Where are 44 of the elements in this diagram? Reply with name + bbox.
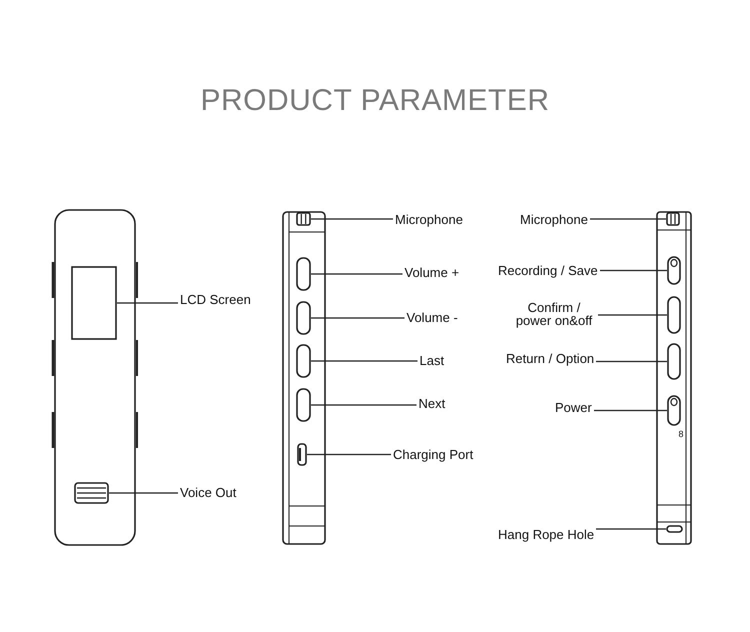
leader-line (311, 317, 404, 319)
leader-line (109, 492, 178, 494)
leader-line (311, 273, 402, 275)
part-label: Return / Option (506, 352, 594, 366)
leader-line (311, 404, 416, 406)
part-label: Microphone (395, 213, 463, 227)
side-button (296, 344, 311, 378)
leader-line (590, 218, 666, 220)
part-label: Charging Port (393, 448, 474, 462)
lcd-screen (71, 266, 117, 340)
leader-line (117, 302, 178, 304)
leader-line (311, 218, 393, 220)
leader-line (600, 270, 667, 272)
slide-switch (667, 395, 681, 426)
part-label: Hang Rope Hole (498, 528, 594, 542)
microphone-holes (296, 212, 311, 226)
rope-hole (666, 525, 683, 533)
leader-line (596, 528, 666, 530)
speaker-grille (74, 482, 109, 504)
leader-line (598, 314, 667, 316)
part-label: Microphone (520, 213, 588, 227)
callout-number: 8 (678, 430, 684, 439)
side-button (667, 296, 681, 334)
part-label: Power (555, 401, 592, 415)
leader-line (307, 454, 391, 456)
part-label: Volume - (406, 311, 458, 325)
side-button (296, 388, 311, 422)
side-button (667, 343, 681, 380)
leader-line (594, 410, 667, 412)
part-label: Recording / Save (498, 264, 598, 278)
part-label: Confirm / power on&off (512, 300, 596, 328)
title: PRODUCT PARAMETER (200, 84, 550, 118)
leader-line (596, 360, 667, 362)
side-button (296, 301, 311, 335)
part-label: Voice Out (180, 486, 236, 500)
part-label: Volume + (404, 266, 460, 280)
part-label: LCD Screen (180, 293, 251, 307)
part-label: Last (420, 354, 444, 368)
part-label: Next (418, 397, 446, 411)
leader-line (311, 360, 418, 362)
charging-port (297, 443, 307, 466)
slide-switch (667, 256, 681, 285)
side-button (296, 257, 311, 291)
microphone-holes (666, 212, 680, 226)
